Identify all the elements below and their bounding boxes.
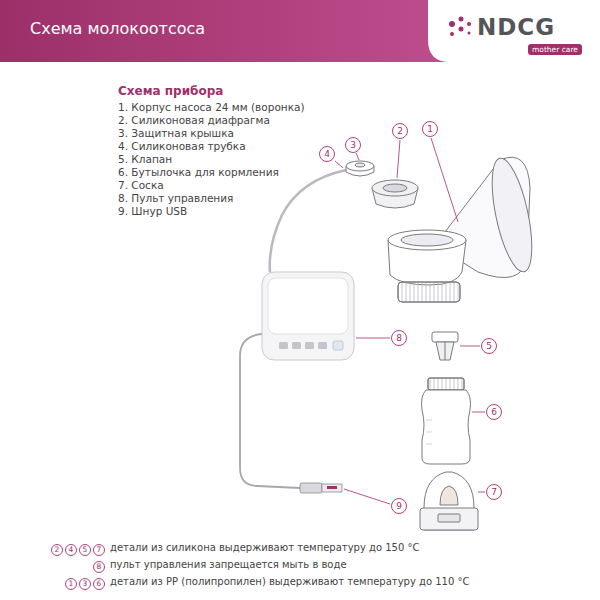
valve <box>432 332 458 360</box>
parts-list-item: 6. Бутылочка для кормления <box>118 166 279 178</box>
parts-list-item: 2. Силиконовая диафрагма <box>118 114 270 126</box>
note-number: 1 <box>65 578 77 590</box>
note-number: 3 <box>79 578 91 590</box>
usb-plug <box>300 483 342 493</box>
note-number: 8 <box>93 561 105 573</box>
callout-number: 1 <box>422 121 438 137</box>
list-heading: Схема прибора <box>118 84 223 98</box>
note-number: 5 <box>79 544 91 556</box>
note-number: 2 <box>51 544 63 556</box>
brand-pill: mother care <box>528 44 582 55</box>
logo-text: NDCG <box>477 14 555 40</box>
pump-body <box>388 155 540 302</box>
parts-list-item: 9. Шнур USB <box>118 205 187 217</box>
header-band <box>0 0 600 62</box>
nipple-cap <box>420 472 478 530</box>
note-text: пульт управления запрещается мыть в воде <box>110 559 347 570</box>
logo-dots <box>449 17 471 37</box>
callout-number: 9 <box>391 498 407 514</box>
page-title: Схема молокоотсоса <box>30 19 205 38</box>
control-unit <box>262 272 354 360</box>
logo-panel <box>428 0 600 62</box>
parts-list-item: 1. Корпус насоса 24 мм (воронка) <box>118 101 305 113</box>
brand-subtitle: mother care <box>532 45 582 54</box>
callout-number: 8 <box>391 330 407 346</box>
callout-number: 3 <box>345 137 361 153</box>
usb-cord <box>240 334 300 488</box>
callout-number: 6 <box>486 404 502 420</box>
note-text: детали из PP (полипропилен) выдерживают … <box>110 576 469 587</box>
parts-list-item: 3. Защитная крышка <box>118 127 234 139</box>
protective-cap <box>346 161 374 176</box>
note-number: 6 <box>93 578 105 590</box>
parts-list-item: 4. Силиконовая трубка <box>118 140 246 152</box>
callout-number: 2 <box>392 123 408 139</box>
parts-list-item: 7. Соска <box>118 179 164 191</box>
callout-number: 4 <box>319 146 335 162</box>
note-number: 7 <box>93 544 105 556</box>
leader-lines <box>335 138 485 504</box>
note-text: детали из силикона выдерживают температу… <box>110 542 419 553</box>
silicone-diaphragm <box>372 180 418 208</box>
parts-list-item: 8. Пульт управления <box>118 192 233 204</box>
callout-number: 7 <box>486 484 502 500</box>
silicone-tube <box>270 170 346 272</box>
callout-number: 5 <box>481 338 497 354</box>
parts-list-item: 5. Клапан <box>118 153 172 165</box>
bottle <box>422 378 471 464</box>
note-number: 4 <box>65 544 77 556</box>
